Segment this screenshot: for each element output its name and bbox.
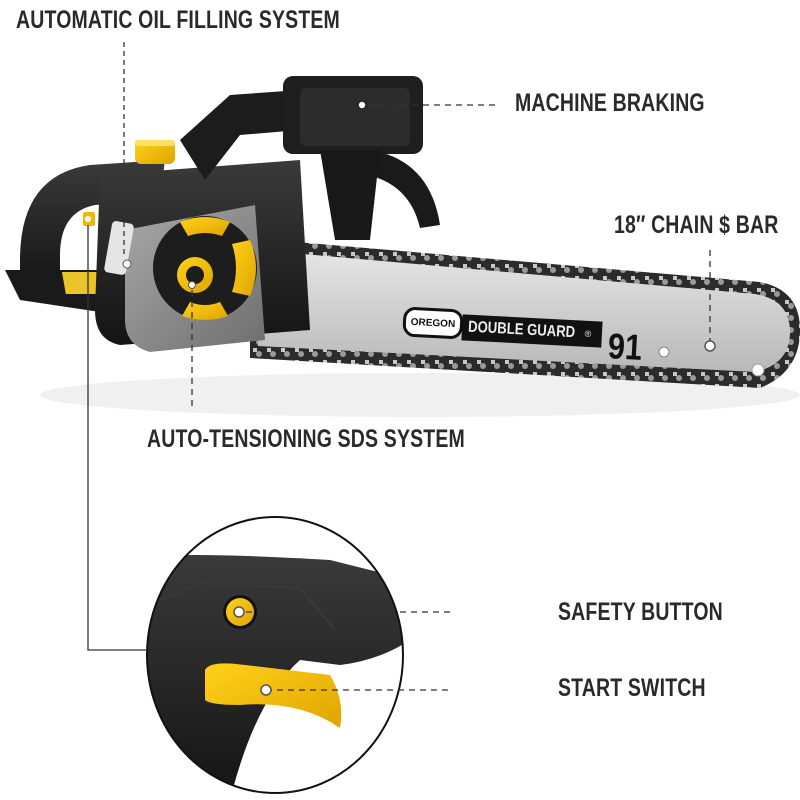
oregon-logo: OREGON [402,306,464,340]
trigger-shape [205,663,342,728]
oregon-text: OREGON [410,316,456,330]
model-number: 91 [606,325,644,368]
double-guard-text: DOUBLE GUARD [467,318,576,342]
callout-start-switch: START SWITCH [558,674,706,702]
callout-markers [233,100,716,696]
callout-safety-button: SAFETY BUTTON [558,598,723,626]
registered-mark: ® [584,328,592,340]
callout-chain-bar: 18″ CHAIN $ BAR [614,211,779,239]
shadow [40,373,800,417]
callout-machine-braking: MACHINE BRAKING [515,89,705,117]
brake-guard [283,76,423,240]
callout-lines [87,42,711,691]
front-handle [180,90,440,228]
oil-cap [135,140,175,164]
handle-detail-inset [146,516,404,794]
tension-knob [153,216,257,320]
callout-oil-filling: AUTOMATIC OIL FILLING SYSTEM [16,6,340,34]
callout-auto-tensioning: AUTO-TENSIONING SDS SYSTEM [147,425,465,453]
